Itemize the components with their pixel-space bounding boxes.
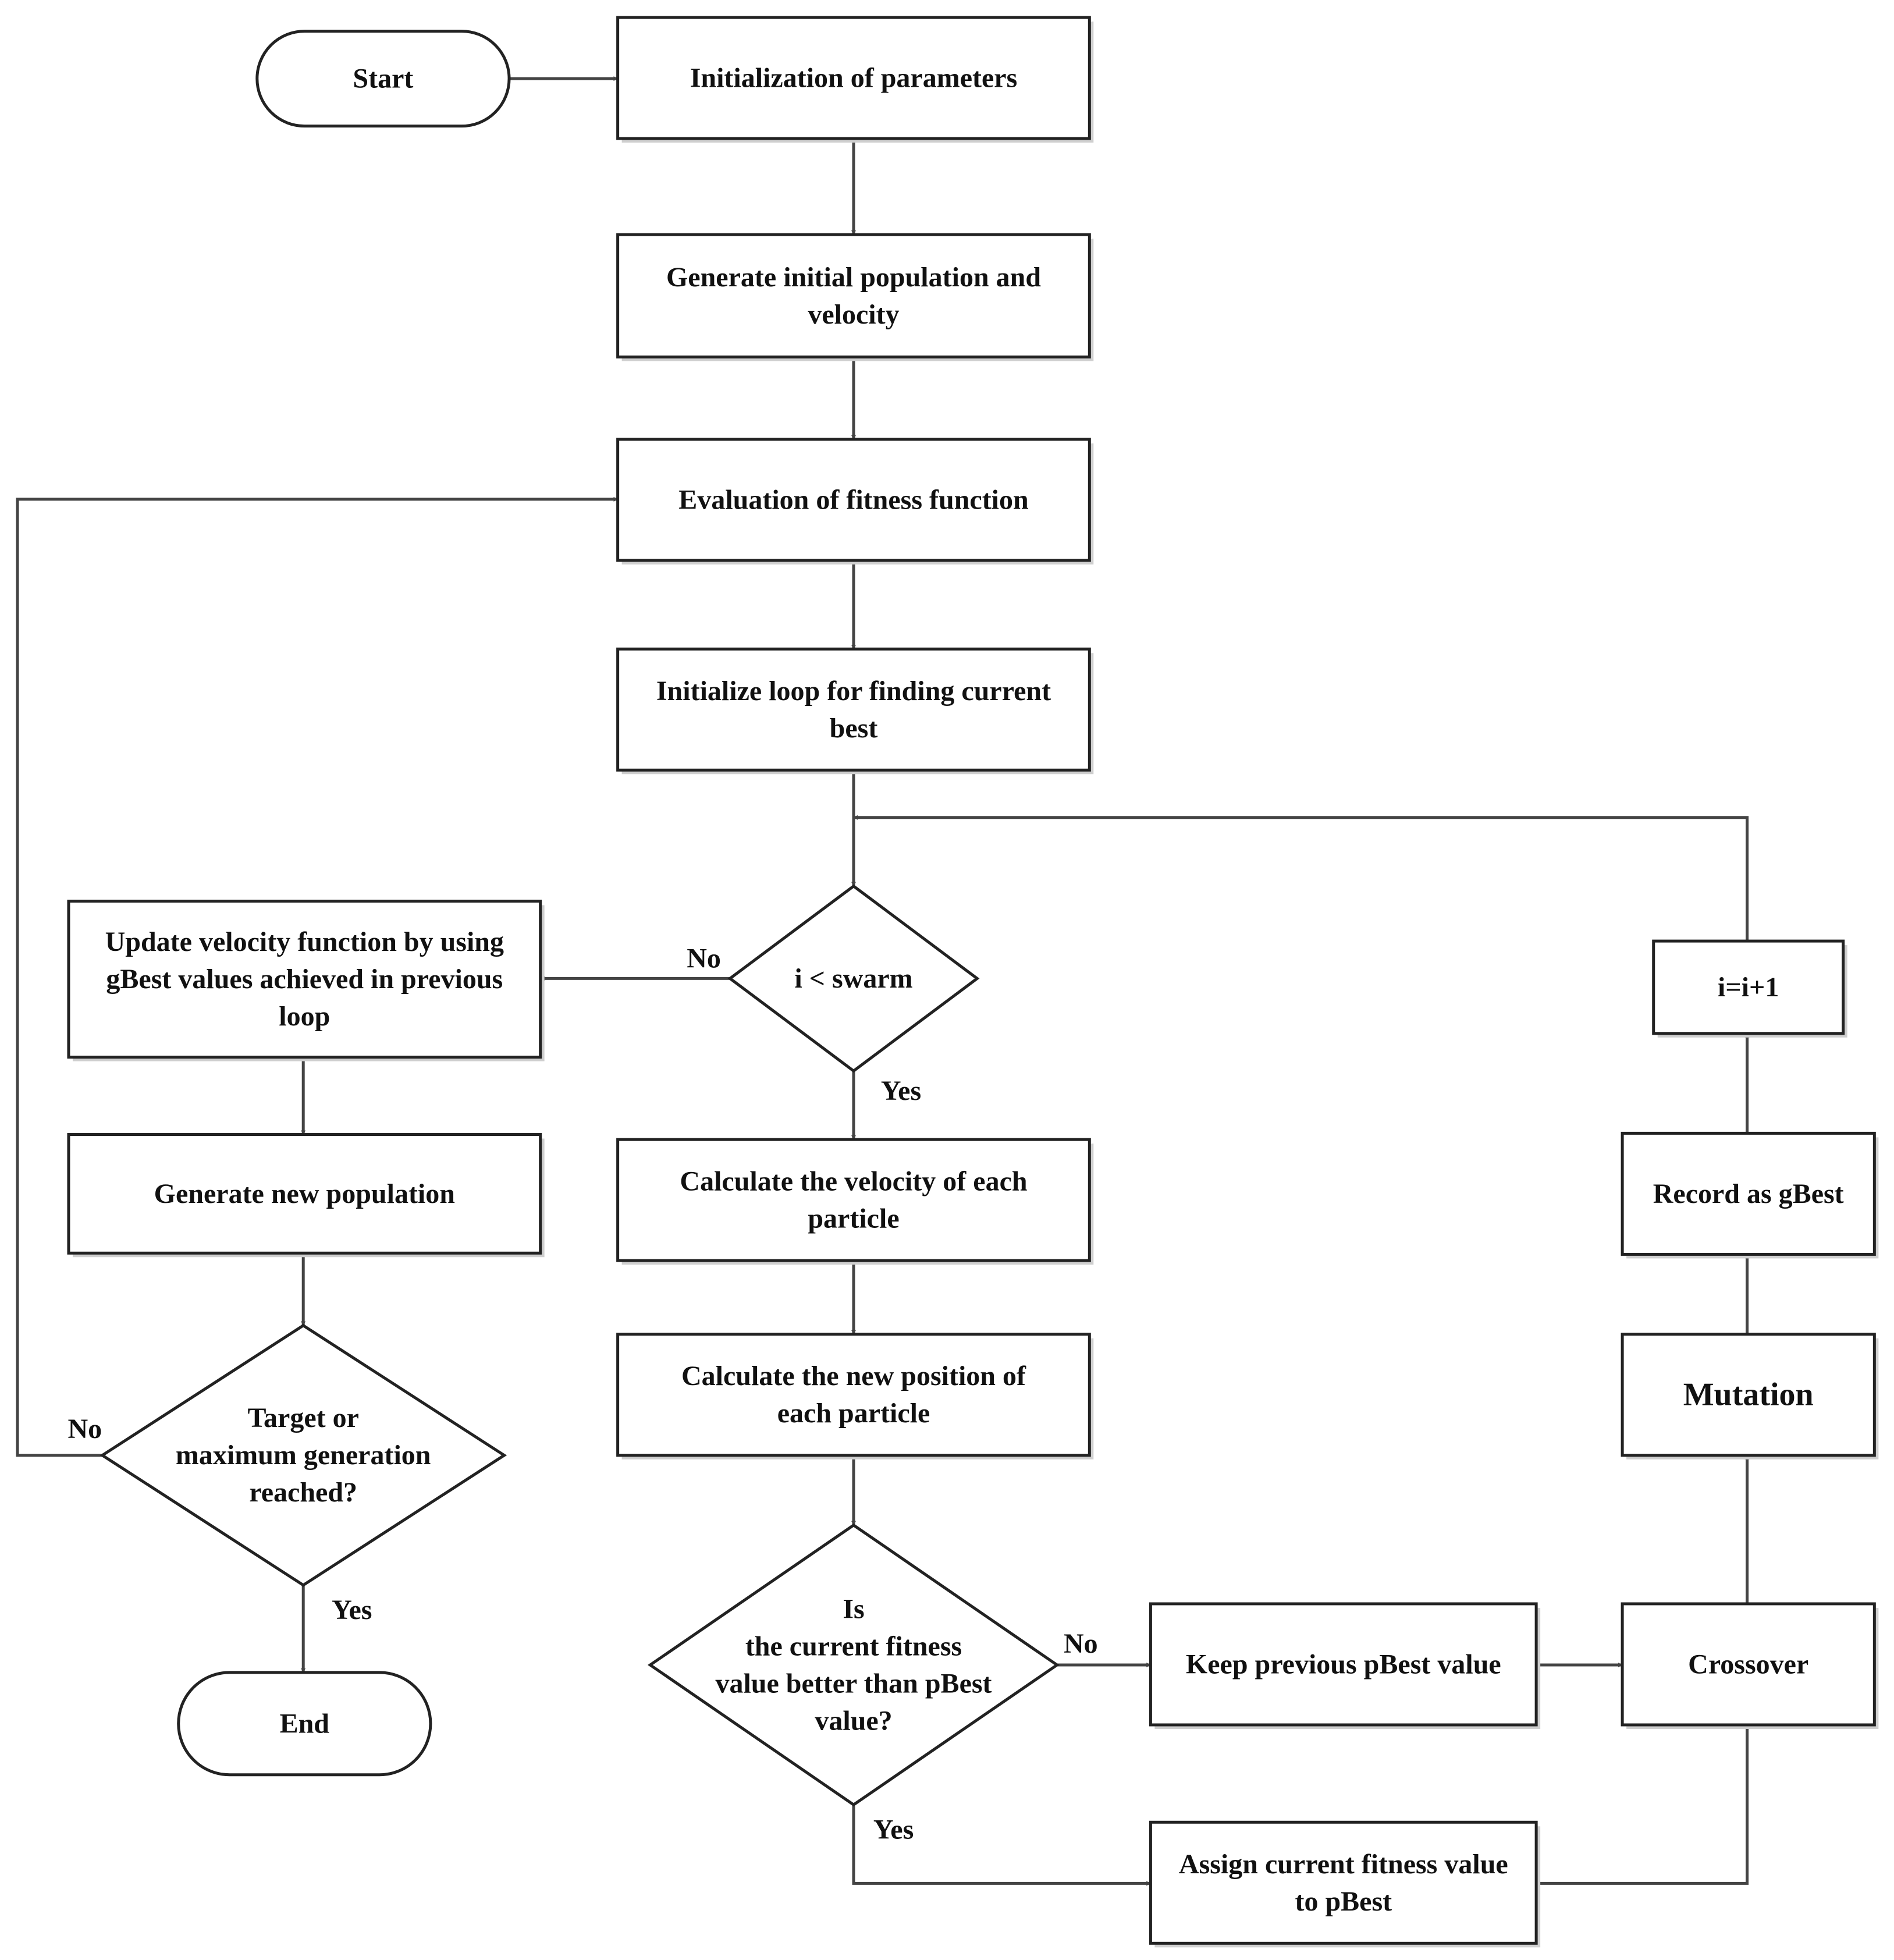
node-init-params: Initialization of parameters: [616, 16, 1094, 143]
node-gen-new-pop: Generate new population: [67, 1133, 545, 1258]
node-update-velocity: Update velocity function by using gBest v…: [67, 899, 545, 1061]
node-label: i < swarm: [794, 963, 912, 994]
node-label: Calculate the velocity of each: [680, 1166, 1027, 1197]
node-label: particle: [808, 1203, 899, 1234]
node-assign-pbest: Assign current fitness value to pBest: [1149, 1820, 1541, 1948]
nodes-layer: Start Initialization of parametersGenerat…: [67, 16, 1879, 1948]
node-label: to pBest: [1295, 1886, 1392, 1917]
node-label: value?: [815, 1706, 892, 1737]
node-start: Start: [255, 30, 511, 128]
node-fitness-check: Is the current fitness value better than p…: [647, 1523, 1060, 1807]
node-label: Update velocity function by using: [105, 926, 504, 957]
edge-assign-to-crossover: [1536, 1724, 1750, 1885]
node-label: Initialization of parameters: [690, 63, 1018, 94]
node-label: Record as gBest: [1653, 1178, 1844, 1209]
edge-fitness-yes: [852, 1805, 1152, 1886]
node-label: maximum generation: [176, 1440, 431, 1471]
node-record-gbest: Record as gBest: [1621, 1131, 1879, 1259]
node-end: End: [177, 1671, 432, 1777]
node-label: Start: [353, 63, 413, 94]
node-mutation: Mutation: [1621, 1333, 1879, 1460]
edge-target-no: [16, 496, 619, 1457]
node-eval-fitness: Evaluation of fitness function: [616, 438, 1094, 564]
node-label: each particle: [777, 1398, 930, 1429]
node-label: Crossover: [1688, 1649, 1808, 1680]
edge-label-swarm-yes: Yes: [881, 1075, 921, 1106]
edge-label-swarm-no: No: [687, 943, 721, 974]
edge-label-target-yes: Yes: [332, 1595, 372, 1625]
node-target-check: Target or maximum generation reached?: [100, 1323, 507, 1587]
node-label: Mutation: [1683, 1377, 1814, 1413]
node-label: best: [830, 713, 878, 744]
node-label: the current fitness: [745, 1631, 962, 1662]
edge-label-target-no: No: [67, 1414, 102, 1444]
edge-label-fitness-yes: Yes: [873, 1815, 914, 1845]
node-label: i=i+1: [1718, 972, 1779, 1003]
node-label: value better than pBest: [715, 1668, 992, 1699]
node-label: End: [280, 1708, 330, 1739]
node-calc-velocity: Calculate the velocity of each particle: [616, 1138, 1094, 1265]
edge-increment-to-loop: [853, 815, 1749, 942]
node-label: gBest values achieved in previous: [106, 964, 503, 995]
node-label: Target or: [247, 1402, 359, 1433]
node-label: loop: [279, 1001, 330, 1032]
node-calc-position: Calculate the new position of each partic…: [616, 1333, 1094, 1460]
node-label: Keep previous pBest value: [1186, 1649, 1501, 1680]
node-swarm-check: i < swarm: [727, 884, 980, 1073]
node-label: Initialize loop for finding current: [656, 676, 1051, 706]
node-label: Is: [843, 1594, 864, 1625]
node-gen-pop: Generate initial population and velocity: [616, 233, 1094, 361]
node-label: Generate initial population and: [666, 262, 1041, 293]
node-crossover: Crossover: [1621, 1602, 1879, 1729]
node-label: Calculate the new position of: [681, 1361, 1026, 1391]
node-label: reached?: [249, 1477, 357, 1508]
node-label: velocity: [808, 299, 899, 330]
edge-label-fitness-no: No: [1064, 1628, 1098, 1659]
node-label: Generate new population: [154, 1178, 455, 1209]
node-increment: i=i+1: [1652, 939, 1847, 1038]
node-label: Assign current fitness value: [1179, 1849, 1508, 1880]
node-init-loop: Initialize loop for finding current best: [616, 647, 1094, 775]
edges-layer: [16, 76, 1750, 1886]
node-keep-pbest: Keep previous pBest value: [1149, 1602, 1541, 1729]
node-label: Evaluation of fitness function: [678, 485, 1028, 516]
